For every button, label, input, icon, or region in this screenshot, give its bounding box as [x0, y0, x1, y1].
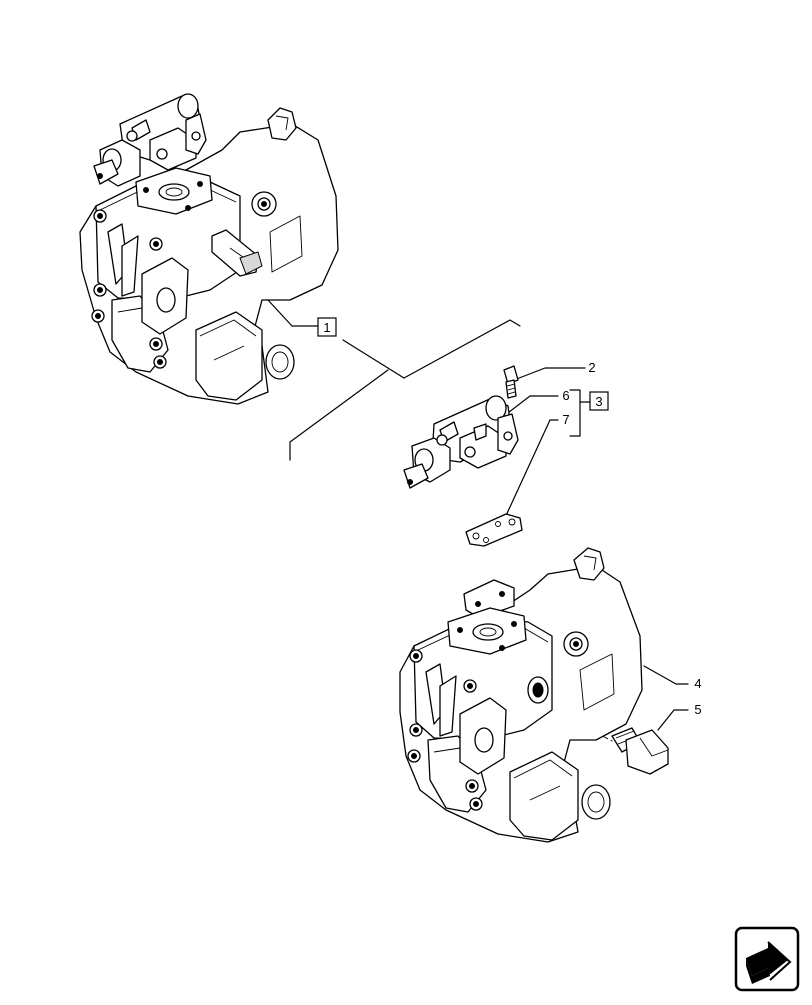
callout-5-label: 5 [694, 702, 701, 717]
hex-fitting-part [611, 727, 669, 775]
callout-1-label: 1 [323, 320, 330, 335]
screw-part [503, 365, 519, 399]
callout-4-label: 4 [694, 676, 701, 691]
callout-2: 2 [588, 360, 595, 375]
callout-2-label: 2 [588, 360, 595, 375]
hydraulic-pump-assembly-top [79, 93, 339, 405]
callout-6-label: 6 [562, 388, 569, 403]
callout-3-label: 3 [595, 394, 602, 409]
solenoid-valve-part [403, 395, 519, 489]
navigate-arrow-icon[interactable] [734, 926, 800, 992]
callout-6: 6 [562, 388, 569, 403]
gasket-part [465, 513, 523, 547]
callout-7-label: 7 [562, 412, 569, 427]
hydraulic-pump-body-bottom [399, 547, 643, 843]
callout-1: 1 [317, 317, 337, 337]
callout-4: 4 [694, 676, 701, 691]
control-valve-parts [403, 365, 523, 547]
callout-3: 3 [589, 391, 609, 411]
callout-7: 7 [562, 412, 569, 427]
callout-5: 5 [694, 702, 701, 717]
